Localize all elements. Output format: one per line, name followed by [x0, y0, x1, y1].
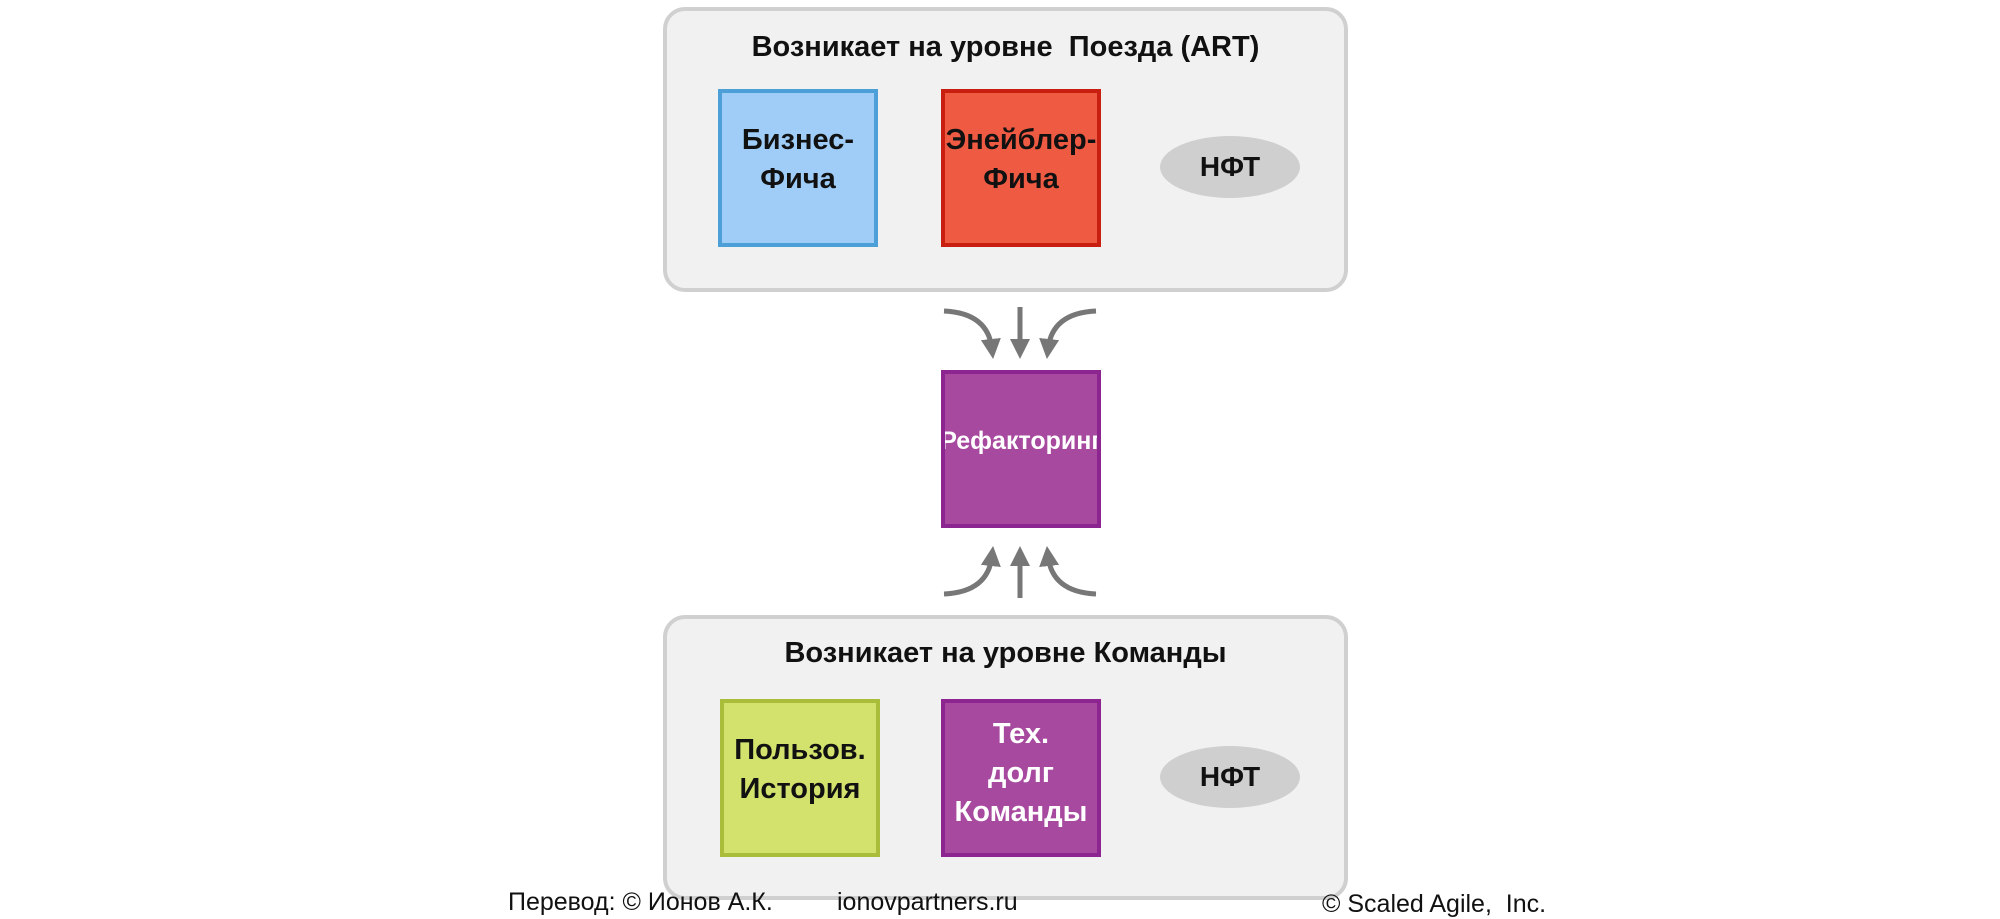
nfr-label: НФТ — [1199, 151, 1261, 182]
team-level-title: Возникает на уровне Команды — [784, 637, 1227, 669]
page-fold-icon — [1060, 816, 1097, 853]
business-feature-label: Бизнес- Фича — [741, 124, 855, 195]
page-fold-icon — [1060, 487, 1097, 524]
enabler-feature-note: Энейблер- Фича — [941, 89, 1101, 247]
website-link[interactable]: ionovpartners.ru — [837, 888, 1018, 916]
translation-credit: Перевод: © Ионов А.К. — [508, 888, 773, 916]
nfr-ellipse-bottom: НФТ — [1160, 746, 1300, 808]
converging-arrows-down-icon — [943, 307, 1097, 359]
art-level-title: Возникает на уровне Поезда (ART) — [751, 31, 1260, 63]
team-tech-debt-note: Тех. долг Команды — [941, 699, 1101, 857]
page-fold-icon — [837, 206, 874, 243]
page-fold-icon — [839, 816, 876, 853]
business-feature-note: Бизнес- Фича — [718, 89, 878, 247]
user-story-note: Пользов. История — [720, 699, 880, 857]
user-story-label: Пользов. История — [734, 734, 866, 805]
team-tech-debt-label: Тех. долг Команды — [954, 717, 1088, 828]
enabler-feature-label: Энейблер- Фича — [945, 124, 1097, 195]
nfr-label: НФТ — [1199, 761, 1261, 792]
copyright-text: © Scaled Agile, Inc. — [1322, 890, 1547, 918]
refactoring-label: Рефакторинг — [941, 426, 1101, 455]
nfr-ellipse-top: НФТ — [1160, 136, 1300, 198]
page-fold-icon — [1060, 206, 1097, 243]
refactoring-note: Рефакторинг — [941, 370, 1101, 528]
converging-arrows-up-icon — [943, 546, 1097, 598]
